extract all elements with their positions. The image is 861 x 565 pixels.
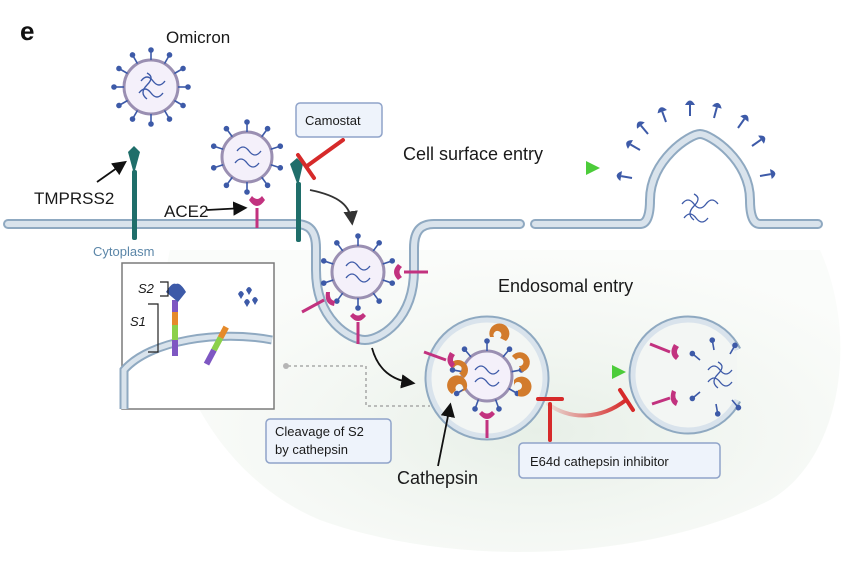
- to-endosome-arrow: [371, 347, 416, 389]
- tmprss2-receptor-docked: [290, 158, 303, 242]
- omicron-virus-docked: [209, 118, 285, 196]
- e64d-inhibition: [536, 388, 635, 442]
- omicron-virus-endocytosed: [319, 232, 397, 312]
- camostat-box: [295, 102, 383, 138]
- endosomal-entry-label: Endosomal entry: [498, 276, 633, 296]
- inset-connector: [288, 365, 430, 407]
- s2-label: S2: [138, 281, 155, 296]
- e64d-label: E64d cathepsin inhibitor: [530, 454, 669, 469]
- cathepsin-pointer: [437, 402, 455, 467]
- cytoplasm-label: Cytoplasm: [93, 244, 154, 259]
- plasma-membrane: [3, 128, 823, 346]
- endosome-fusion: [628, 315, 744, 435]
- omicron-label: Omicron: [166, 28, 230, 47]
- s1-label: S1: [130, 314, 146, 329]
- cleavage-label-line1: Cleavage of S2: [275, 424, 364, 439]
- ace2-receptors-invagination: [301, 264, 428, 344]
- cathepsin-label: Cathepsin: [397, 468, 478, 488]
- e64d-box: [518, 442, 721, 479]
- endosome-cathepsin: [423, 315, 550, 441]
- cleavage-label-line2: by cathepsin: [275, 442, 348, 457]
- tmprss2-label: TMPRSS2: [34, 189, 114, 208]
- omicron-virus-free: [110, 46, 192, 128]
- ace2-receptor: [249, 196, 265, 228]
- ace2-pointer: [206, 201, 248, 216]
- inset-connector-dot: [283, 363, 289, 369]
- tmprss2-receptor: [128, 146, 140, 240]
- endocytosis-arrow: [309, 189, 358, 226]
- endosomal-progress-arrowhead: [612, 365, 626, 379]
- camostat-inhibition: [296, 138, 345, 180]
- camostat-label: Camostat: [305, 113, 361, 128]
- panel-letter: e: [20, 16, 34, 46]
- tmprss2-pointer: [96, 160, 127, 183]
- cleavage-box: [265, 418, 392, 464]
- fusion-site: [614, 99, 778, 223]
- ace2-label: ACE2: [164, 202, 208, 221]
- cell-surface-entry-arrowhead: [586, 161, 600, 175]
- cell-surface-entry-label: Cell surface entry: [403, 144, 543, 164]
- spike-inset: [119, 262, 275, 410]
